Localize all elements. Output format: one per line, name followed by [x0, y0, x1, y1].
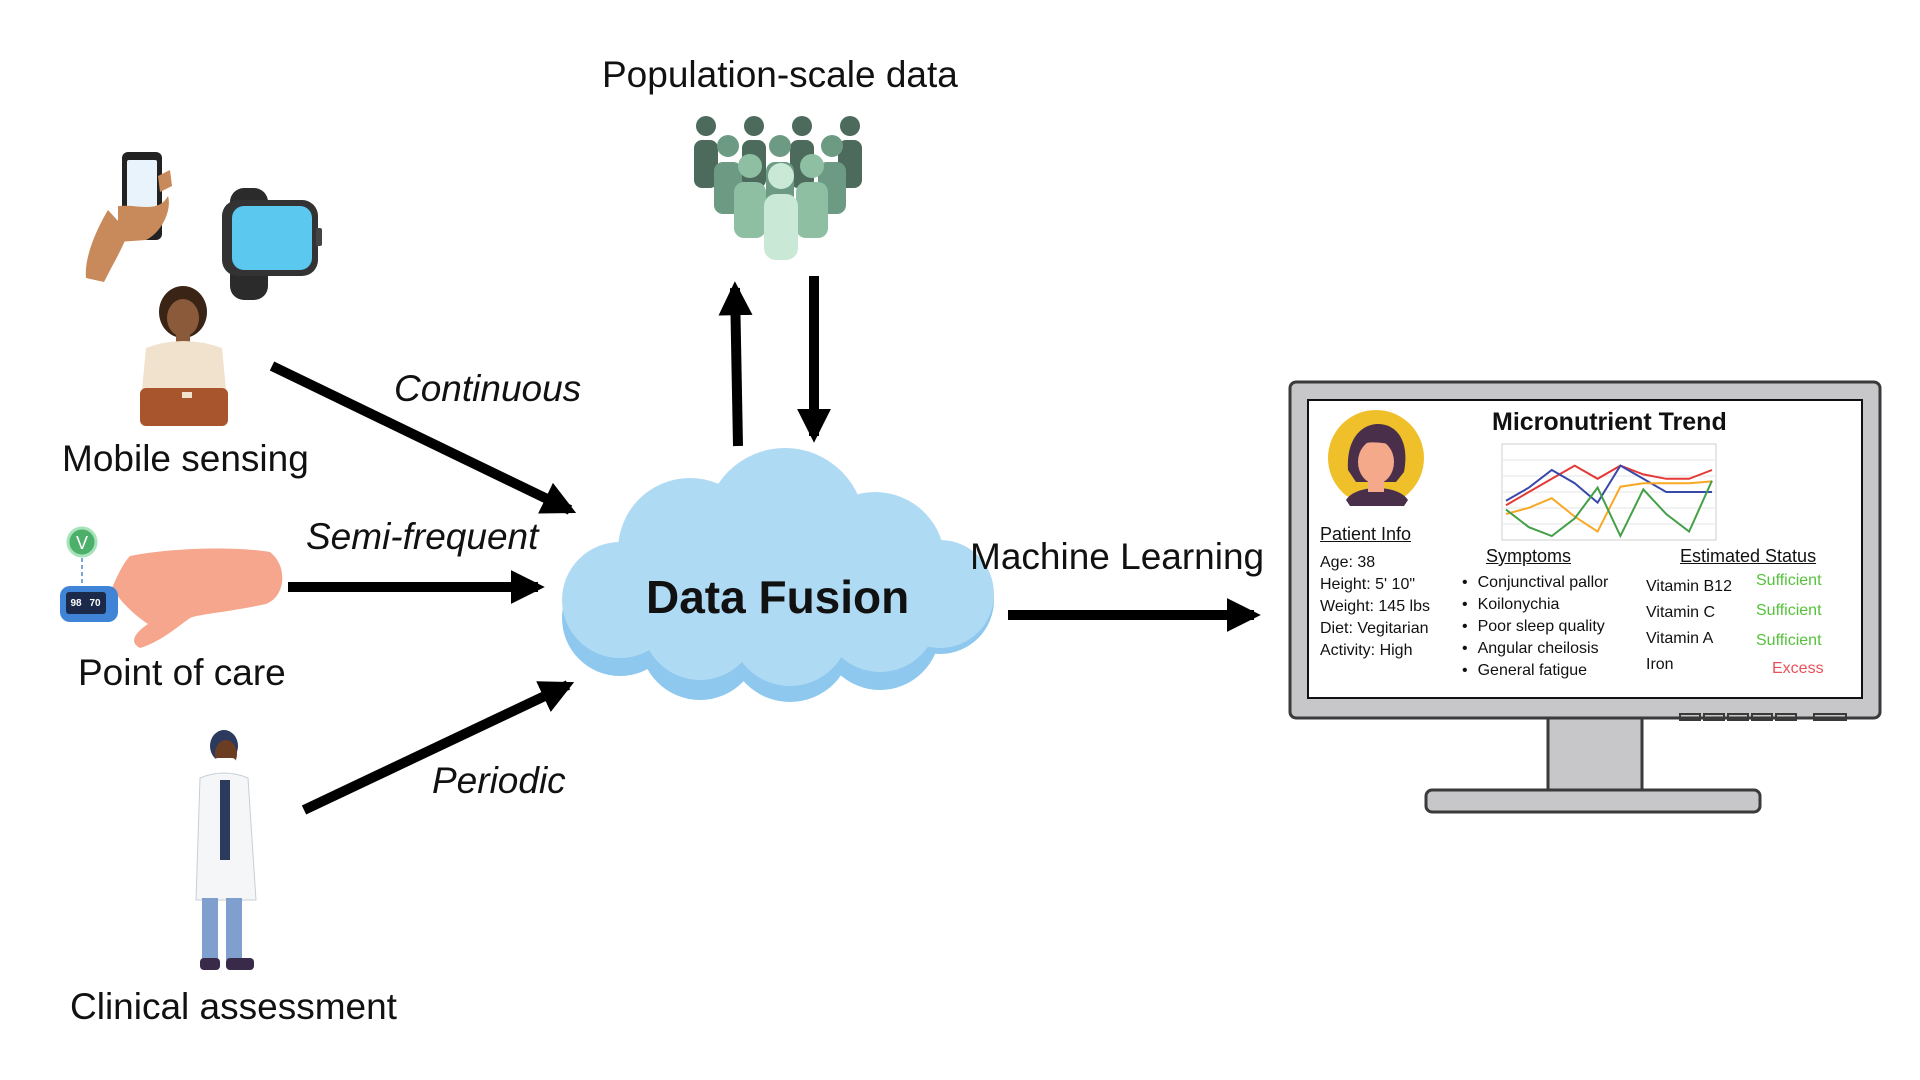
- mobile-sensing-label: Mobile sensing: [62, 438, 309, 479]
- nutrient-name: Vitamin B12: [1646, 578, 1732, 595]
- micronutrient-trend-chart: [1501, 443, 1717, 541]
- trend-series-line-1: [1505, 464, 1713, 507]
- woman-person-icon: [140, 286, 228, 426]
- svg-text:70: 70: [89, 598, 101, 609]
- to-population-arrow: [718, 281, 753, 447]
- chart-title: Micronutrient Trend: [1492, 408, 1727, 436]
- status-value: Sufficient: [1756, 632, 1822, 649]
- data-fusion-cloud: [562, 448, 994, 702]
- svg-text:V: V: [76, 533, 88, 553]
- point-of-care-label: Point of care: [78, 652, 286, 693]
- continuous-label: Continuous: [394, 368, 582, 409]
- patient-weight: Weight: 145 lbs: [1320, 598, 1430, 615]
- patient-avatar: [1328, 410, 1424, 506]
- pulse-oximeter-icon: V 98 70: [60, 526, 283, 648]
- doctor-person-icon: [195, 730, 257, 970]
- status-row: Vitamin B12 Sufficient: [1646, 572, 1856, 604]
- data-fusion-label: Data Fusion: [646, 571, 910, 623]
- status-value: Sufficient: [1756, 572, 1822, 589]
- smartwatch-icon: [222, 188, 322, 300]
- periodic-label: Periodic: [432, 760, 566, 801]
- status-row: Vitamin C Sufficient: [1646, 602, 1856, 630]
- trend-series-line-4: [1505, 480, 1713, 539]
- population-crowd-icon: [694, 116, 862, 260]
- patient-age: Age: 38: [1320, 554, 1376, 571]
- symptom-item: Poor sleep quality: [1462, 616, 1608, 638]
- patient-activity: Activity: High: [1320, 642, 1413, 659]
- nutrient-name: Vitamin C: [1646, 604, 1716, 621]
- estimated-status-table: Vitamin B12 Sufficient Vitamin C Suffici…: [1646, 572, 1856, 682]
- phone-in-hand-icon: [85, 152, 172, 282]
- svg-text:98: 98: [70, 598, 82, 609]
- symptoms-list: Conjunctival pallor Koilonychia Poor sle…: [1462, 572, 1609, 682]
- semi-frequent-label: Semi-frequent: [306, 516, 539, 557]
- population-data-label: Population-scale data: [602, 54, 958, 95]
- arrows: [269, 276, 1261, 815]
- status-value: Excess: [1772, 660, 1824, 677]
- patient-height: Height: 5' 10": [1320, 576, 1416, 593]
- symptom-item: General fatigue: [1462, 660, 1608, 682]
- continuous-arrow: [269, 361, 577, 515]
- trend-series-line-2: [1505, 464, 1712, 505]
- estimated-status-heading: Estimated Status: [1680, 546, 1817, 566]
- symptom-item: Conjunctival pallor: [1462, 572, 1609, 594]
- periodic-arrow: [301, 680, 575, 815]
- symptom-item: Koilonychia: [1462, 594, 1608, 616]
- symptom-item: Angular cheilosis: [1462, 638, 1608, 660]
- nutrient-name: Iron: [1646, 656, 1674, 673]
- patient-info-list: Age: 38 Height: 5' 10" Weight: 145 lbs D…: [1320, 552, 1430, 662]
- clinical-assessment-label: Clinical assessment: [70, 986, 397, 1027]
- status-row: Iron Excess: [1646, 656, 1856, 682]
- symptoms-heading: Symptoms: [1486, 546, 1572, 566]
- machine-learning-label: Machine Learning: [970, 536, 1265, 577]
- trend-series-line-3: [1505, 480, 1713, 534]
- status-row: Vitamin A Sufficient: [1646, 630, 1856, 656]
- status-value: Sufficient: [1756, 602, 1822, 619]
- patient-info-heading: Patient Info: [1320, 524, 1412, 544]
- nutrient-name: Vitamin A: [1646, 630, 1714, 647]
- patient-diet: Diet: Vegitarian: [1320, 620, 1429, 637]
